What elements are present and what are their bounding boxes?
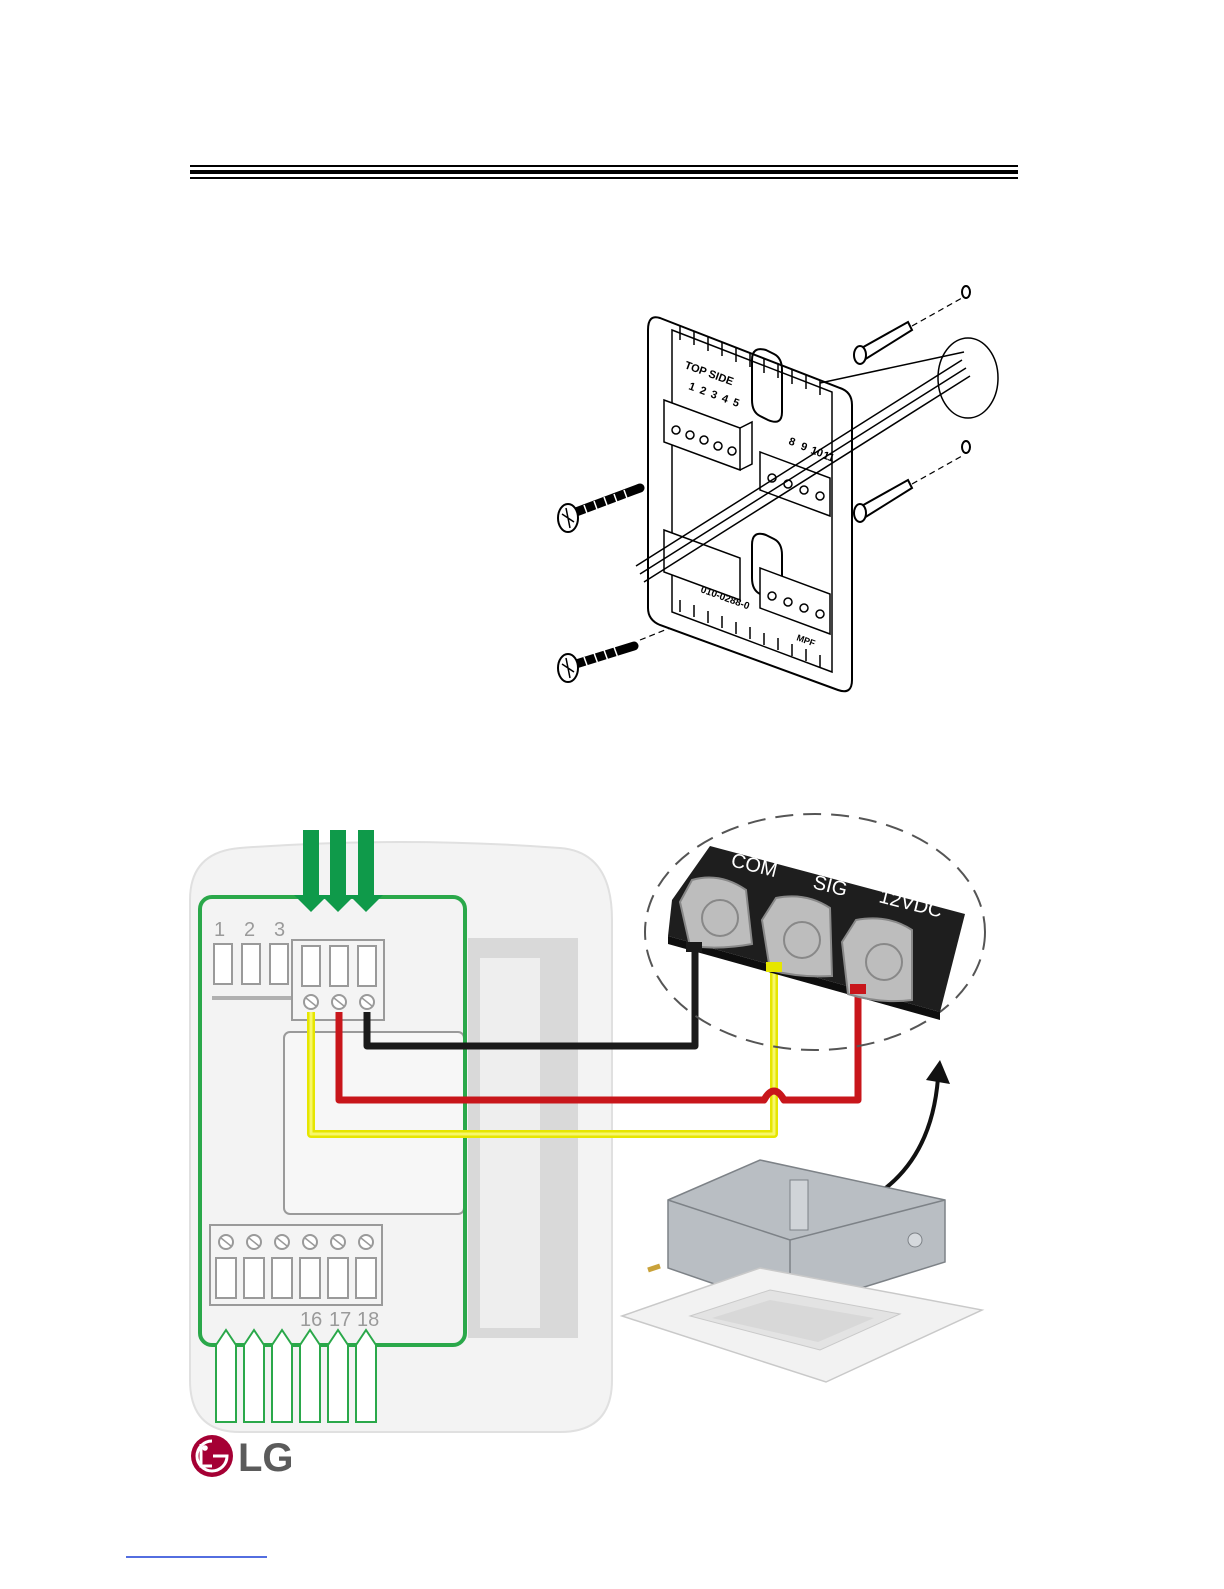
mounting-figure — [558, 286, 998, 691]
top-wire-arrows — [294, 830, 383, 912]
header-rule — [190, 165, 1018, 179]
top-terminal-number-2: 2 — [244, 919, 255, 941]
top-terminal-number-1: 1 — [214, 919, 225, 941]
wall-anchor-upper — [854, 286, 970, 364]
mounting-screw-lower — [558, 628, 670, 682]
lg-logo-text: LG — [238, 1436, 294, 1480]
wall-anchor-lower — [854, 441, 970, 522]
bottom-terminal-number-16: 16 — [300, 1309, 322, 1331]
mounting-screw-upper — [558, 488, 640, 532]
top-terminal-number-3: 3 — [274, 919, 285, 941]
top-terminal-numbers: 1 2 3 — [214, 919, 285, 941]
bottom-terminal-numbers: 16 17 18 — [300, 1309, 379, 1331]
lg-logo: LG — [191, 1435, 294, 1480]
bottom-terminal-number-18: 18 — [357, 1309, 379, 1331]
bottom-terminal-block — [210, 1225, 382, 1305]
bottom-terminal-number-17: 17 — [329, 1309, 351, 1331]
cassette-indoor-unit — [622, 1160, 982, 1382]
